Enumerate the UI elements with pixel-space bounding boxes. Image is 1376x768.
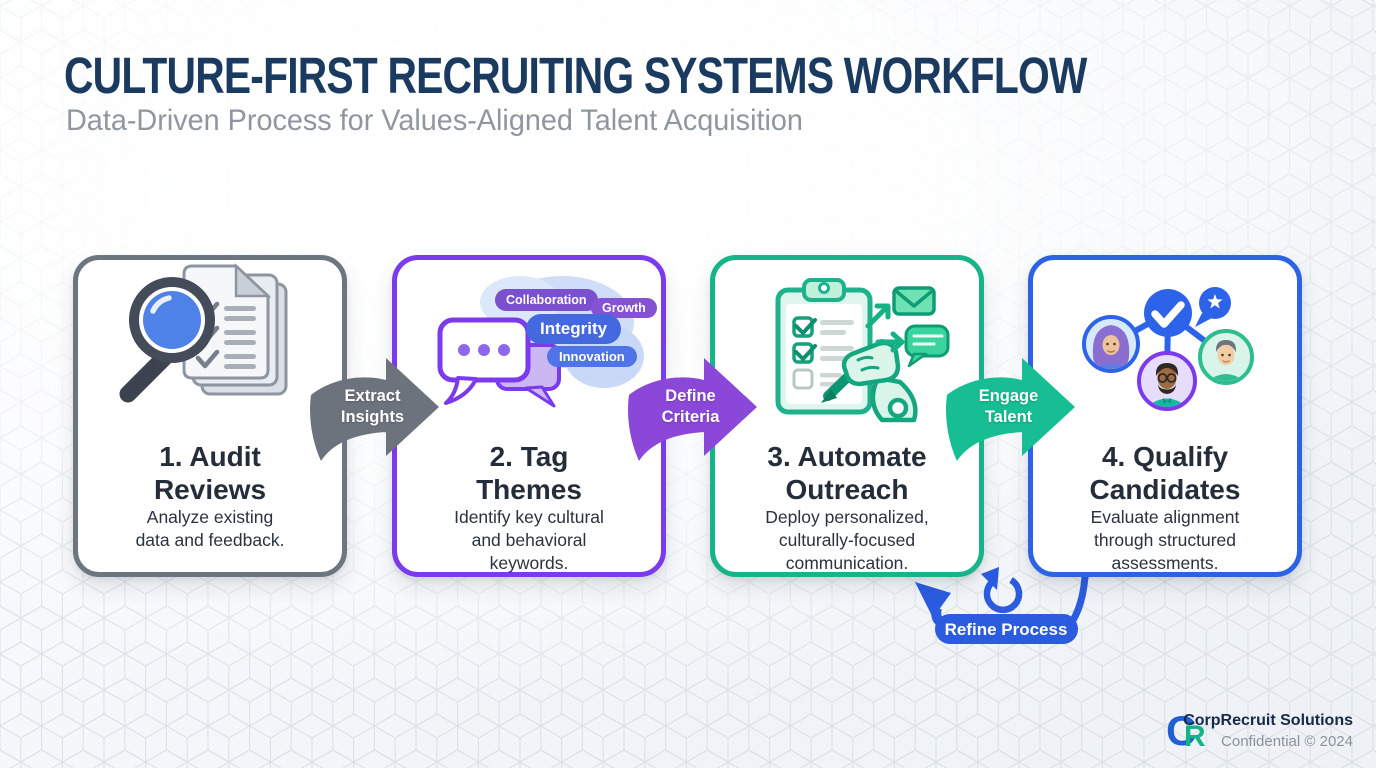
front-speech-bubble (437, 317, 531, 405)
svg-text:C: C (1166, 708, 1196, 754)
arrow-define-criteria (628, 358, 757, 461)
avatar-person-gray-hair (1198, 329, 1254, 385)
robot-hand (821, 339, 918, 423)
clipboard (775, 278, 873, 415)
connector-label-extract-insights: Extract Insights (340, 387, 405, 427)
star-bubble-icon (1195, 287, 1231, 327)
refine-process-pill (935, 614, 1078, 644)
refine-process-loop: Refine Process (915, 561, 1090, 644)
magnifier-documents-icon (78, 260, 342, 420)
avatar-man-beard-glasses (1137, 351, 1197, 411)
chat-bubble-icon (904, 324, 950, 368)
step-description: Evaluate alignment through structured as… (1090, 506, 1240, 573)
keyword-tag-growth: Growth (591, 298, 657, 318)
footer-text-block: CorpRecruit Solutions Confidential © 202… (1183, 712, 1353, 750)
step-description: Deploy personalized, culturally-focused … (765, 506, 929, 573)
connector-label-engage-talent: Engage Talent (978, 387, 1039, 427)
arrow-engage-talent (946, 358, 1075, 461)
step-title: 3. Automate Outreach (767, 441, 927, 505)
page-subtitle: Data-Driven Process for Values-Aligned T… (66, 104, 803, 137)
keyword-tag-innovation: Innovation (547, 346, 637, 367)
keyword-tag-collaboration: Collaboration (495, 289, 598, 311)
envelope-icon (892, 286, 936, 316)
step-title: 1. Audit Reviews (153, 441, 267, 505)
page-title: CULTURE-FIRST RECRUITING SYSTEMS WORKFLO… (64, 47, 1087, 104)
clipboard-robot-hand-icon (715, 274, 979, 434)
step-title: 4. Qualify Candidates (1089, 441, 1241, 505)
connector-label-define-criteria: Define Criteria (661, 387, 720, 427)
footer-confidential-note: Confidential © 2024 (1221, 733, 1353, 750)
candidate-avatars-check-icon (1033, 270, 1297, 430)
corprecruit-logo-icon: C R (1166, 708, 1206, 754)
step-description: Identify key cultural and behavioral key… (454, 506, 604, 573)
step-card-tag-themes: Collaboration Growth Integrity Innovatio… (392, 255, 666, 577)
avatar-woman-hijab (1082, 315, 1140, 373)
step-card-automate-outreach: 3. Automate Outreach Deploy personalized… (710, 255, 984, 577)
step-description: Analyze existing data and feedback. (135, 506, 285, 550)
keyword-tag-integrity: Integrity (526, 314, 622, 344)
step-card-audit-reviews: 1. Audit Reviews Analyze existing data a… (73, 255, 347, 577)
arrow-right (875, 331, 905, 353)
refresh-loop-icon (981, 567, 1023, 614)
refine-process-label: Refine Process (945, 620, 1068, 639)
svg-text:R: R (1184, 720, 1206, 753)
footer-company-name: CorpRecruit Solutions (1183, 712, 1353, 729)
check-circle-icon (1144, 289, 1192, 337)
step-title: 2. Tag Themes (476, 441, 582, 505)
arrow-extract-insights (310, 358, 439, 461)
step-card-qualify-candidates: 4. Qualify Candidates Evaluate alignment… (1028, 255, 1302, 577)
arrow-up-right (865, 303, 891, 329)
